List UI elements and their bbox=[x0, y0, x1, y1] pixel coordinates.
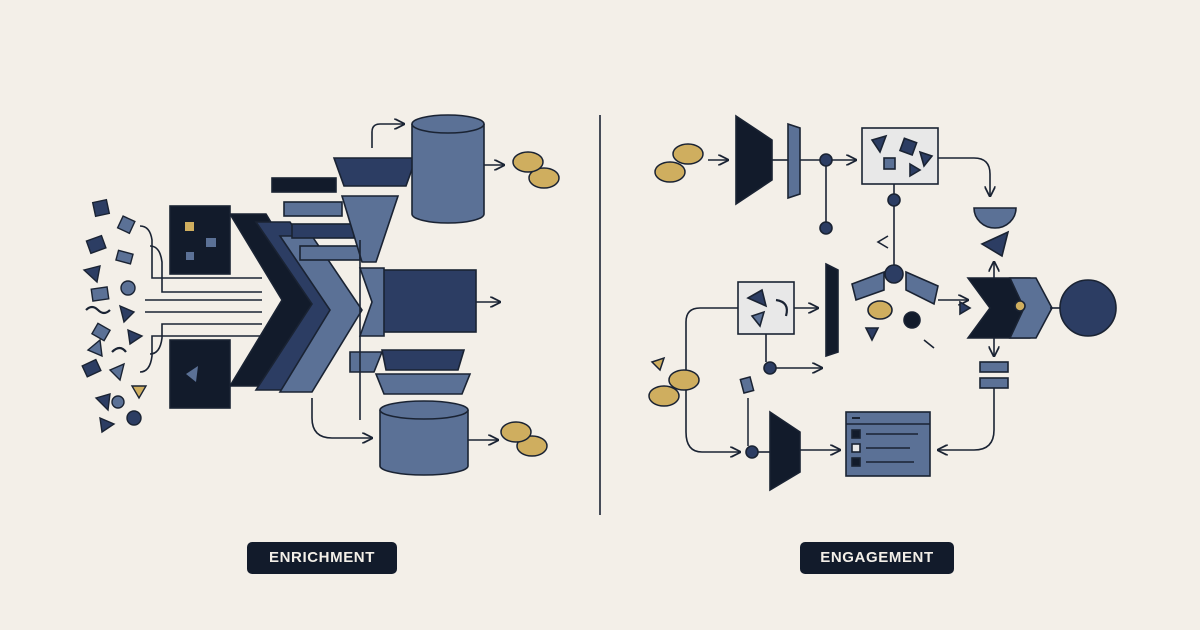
source-blocks bbox=[169, 205, 231, 409]
enrichment-panel bbox=[81, 114, 560, 476]
scattered-fragments bbox=[81, 198, 148, 434]
enrichment-label: ENRICHMENT bbox=[247, 542, 397, 574]
central-funnel bbox=[332, 157, 418, 263]
connector-blocks bbox=[979, 336, 1009, 389]
lower-trapezoids bbox=[349, 240, 472, 420]
coin-stack-bottom bbox=[500, 421, 548, 457]
bowl-and-wedge bbox=[973, 207, 1017, 278]
chevron-stack bbox=[228, 213, 363, 393]
caret-mark bbox=[876, 235, 889, 249]
input-lines bbox=[139, 225, 262, 373]
top-panel bbox=[861, 127, 990, 266]
database-top bbox=[371, 114, 504, 224]
list-panel bbox=[845, 386, 995, 477]
top-gate bbox=[735, 114, 856, 235]
central-hub bbox=[825, 262, 968, 358]
entry-coins bbox=[654, 143, 704, 183]
output-bar bbox=[358, 267, 500, 337]
bottom-gate bbox=[745, 410, 840, 492]
engagement-panel bbox=[648, 114, 1117, 492]
coin-stack-top bbox=[512, 151, 560, 189]
engagement-label: ENGAGEMENT bbox=[800, 542, 954, 574]
lower-left-coins bbox=[648, 356, 755, 446]
mid-left-panel bbox=[685, 281, 822, 452]
stacked-slats bbox=[271, 177, 361, 261]
database-bottom bbox=[311, 398, 498, 476]
output-chevron bbox=[959, 277, 1117, 339]
